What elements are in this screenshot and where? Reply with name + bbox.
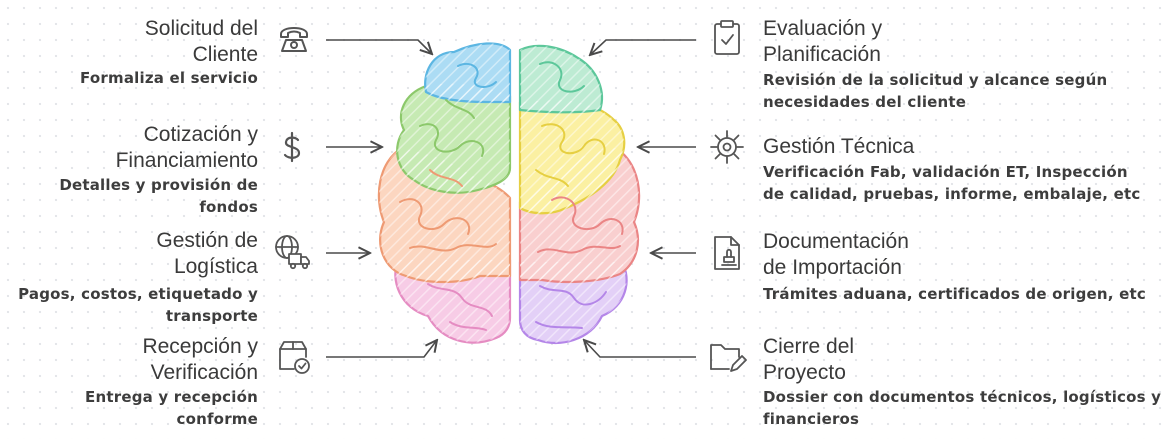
gear-icon [707, 127, 747, 167]
tecnica-description-line2: de calidad, pruebas, informe, embalaje, … [763, 185, 1141, 203]
tecnica-title: Gestión Técnica [763, 135, 915, 158]
cotizacion-title-line2: Financiamiento [115, 149, 258, 172]
document-stamp-icon [707, 233, 747, 273]
cierre-description-line1: Dossier con documentos técnicos, logísti… [763, 388, 1162, 406]
evaluacion-description-line1: Revisión de la solicitud y alcance según [763, 71, 1108, 89]
clipboard-check-icon [707, 18, 747, 58]
recepcion-title-line1: Recepción y [142, 335, 258, 358]
package-check-icon [274, 337, 314, 377]
evaluacion-description-line2: necesidades del cliente [763, 93, 967, 111]
solicitud-title-line1: Solicitud del [144, 17, 258, 40]
cierre-description-line2: financieros [763, 410, 860, 428]
cotizacion-description: Detalles y provisión de fondos [59, 176, 258, 216]
importacion-title-line1: Documentación [763, 230, 909, 253]
logistica-title-line2: Logística [173, 255, 258, 278]
importacion-description: Trámites aduana, certificados de origen,… [763, 285, 1146, 303]
arrow-cierre [584, 340, 696, 358]
cierre-title-line2: Proyecto [763, 361, 846, 384]
solicitud-description: Formaliza el servicio [80, 69, 258, 87]
evaluacion-title-line1: Evaluación y [763, 17, 883, 40]
brain-diagram [377, 42, 641, 344]
globe-truck-icon [272, 232, 312, 272]
logistica-title-line1: Gestión de [156, 229, 258, 252]
folder-pen-icon [707, 337, 747, 377]
evaluacion-title-line2: Planificación [763, 43, 881, 66]
tecnica-description-line1: Verificación Fab, validación ET, Inspecc… [763, 163, 1128, 181]
recepcion-description: Entrega y recepción conforme [85, 388, 258, 428]
cierre-title-line1: Cierre del [763, 335, 855, 358]
importacion-title-line2: de Importación [763, 256, 902, 279]
logistica-description-line1: Pagos, costos, etiquetado y [18, 285, 258, 303]
dollar-icon [272, 127, 312, 167]
phone-icon [274, 18, 314, 58]
arrow-recepcion [326, 340, 437, 358]
cotizacion-title-line1: Cotización y [143, 123, 258, 146]
arrow-solicitud [326, 39, 432, 54]
arrow-evaluacion [590, 39, 696, 55]
logistica-description-line2: transporte [165, 307, 258, 325]
recepcion-title-line2: Verificación [150, 361, 258, 384]
solicitud-title-line2: Cliente [192, 43, 258, 66]
